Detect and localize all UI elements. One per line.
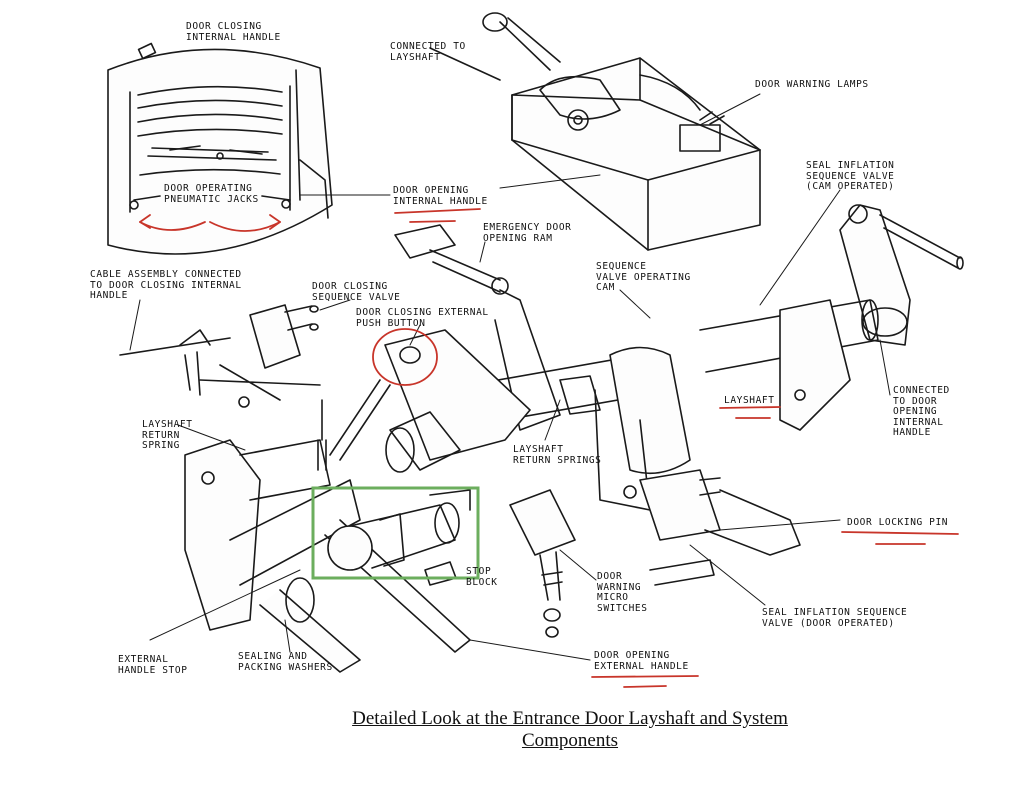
label-door-warning-micro-switches: DOOR WARNING MICRO SWITCHES	[597, 571, 648, 614]
green-highlight-box	[311, 486, 480, 580]
label-sequence-valve-operating-cam: SEQUENCE VALVE OPERATING CAM	[596, 261, 691, 293]
label-door-warning-lamps: DOOR WARNING LAMPS	[755, 79, 869, 90]
label-external-handle-stop: EXTERNAL HANDLE STOP	[118, 654, 188, 676]
underline-internal-handle	[394, 208, 481, 214]
label-door-opening-external-handle: DOOR OPENING EXTERNAL HANDLE	[594, 650, 689, 672]
micro-switches-drawing	[509, 489, 576, 638]
label-stop-block: STOP BLOCK	[466, 566, 498, 588]
layshaft-drawing	[465, 299, 879, 511]
right-lever-drawing	[839, 204, 964, 346]
label-layshaft-return-spring: LAYSHAFT RETURN SPRING	[142, 419, 193, 451]
external-handle-drawing	[184, 399, 471, 673]
leader-lines	[129, 93, 891, 661]
locking-pin-drawing	[639, 469, 801, 586]
underline-locking-pin	[841, 531, 959, 535]
push-button-cylinder-drawing	[327, 489, 471, 586]
internal-handle-box-drawing	[429, 12, 761, 251]
label-layshaft-return-springs: LAYSHAFT RETURN SPRINGS	[513, 444, 602, 466]
underline-external-handle	[591, 675, 699, 678]
figure-caption: Detailed Look at the Entrance Door Laysh…	[300, 708, 840, 752]
label-cable-assembly: CABLE ASSEMBLY CONNECTED TO DOOR CLOSING…	[90, 269, 242, 301]
label-sealing-packing-washers: SEALING AND PACKING WASHERS	[238, 651, 333, 673]
label-layshaft: LAYSHAFT	[724, 395, 775, 406]
sequence-valve-drawing	[119, 304, 321, 408]
door-inset-drawing	[107, 42, 333, 255]
red-arrow-right	[209, 221, 281, 232]
red-circle-push-button	[372, 328, 438, 386]
red-markup	[139, 208, 959, 688]
push-button-arm-drawing	[329, 329, 531, 473]
label-door-operating-pneumatic-jacks: DOOR OPERATING PNEUMATIC JACKS	[164, 183, 259, 205]
label-seal-inflation-door-operated: SEAL INFLATION SEQUENCE VALVE (DOOR OPER…	[762, 607, 908, 629]
caption-line-2: Components	[521, 730, 619, 751]
label-door-locking-pin: DOOR LOCKING PIN	[847, 517, 949, 528]
underline-layshaft	[719, 406, 781, 409]
label-emergency-door-opening-ram: EMERGENCY DOOR OPENING RAM	[483, 222, 572, 244]
caption-line-1: Detailed Look at the Entrance Door Laysh…	[352, 708, 788, 729]
label-door-closing-external-push-button: DOOR CLOSING EXTERNAL PUSH BUTTON	[356, 307, 489, 329]
label-door-closing-internal-handle: DOOR CLOSING INTERNAL HANDLE	[186, 21, 281, 43]
label-connected-to-layshaft: CONNECTED TO LAYSHAFT	[390, 41, 466, 63]
label-seal-inflation-cam-operated: SEAL INFLATION SEQUENCE VALVE (CAM OPERA…	[806, 160, 895, 192]
label-door-closing-sequence-valve: DOOR CLOSING SEQUENCE VALVE	[312, 281, 401, 303]
label-connected-to-door-opening-internal-handle: CONNECTED TO DOOR OPENING INTERNAL HANDL…	[893, 385, 950, 438]
label-door-opening-internal-handle: DOOR OPENING INTERNAL HANDLE	[393, 185, 488, 207]
